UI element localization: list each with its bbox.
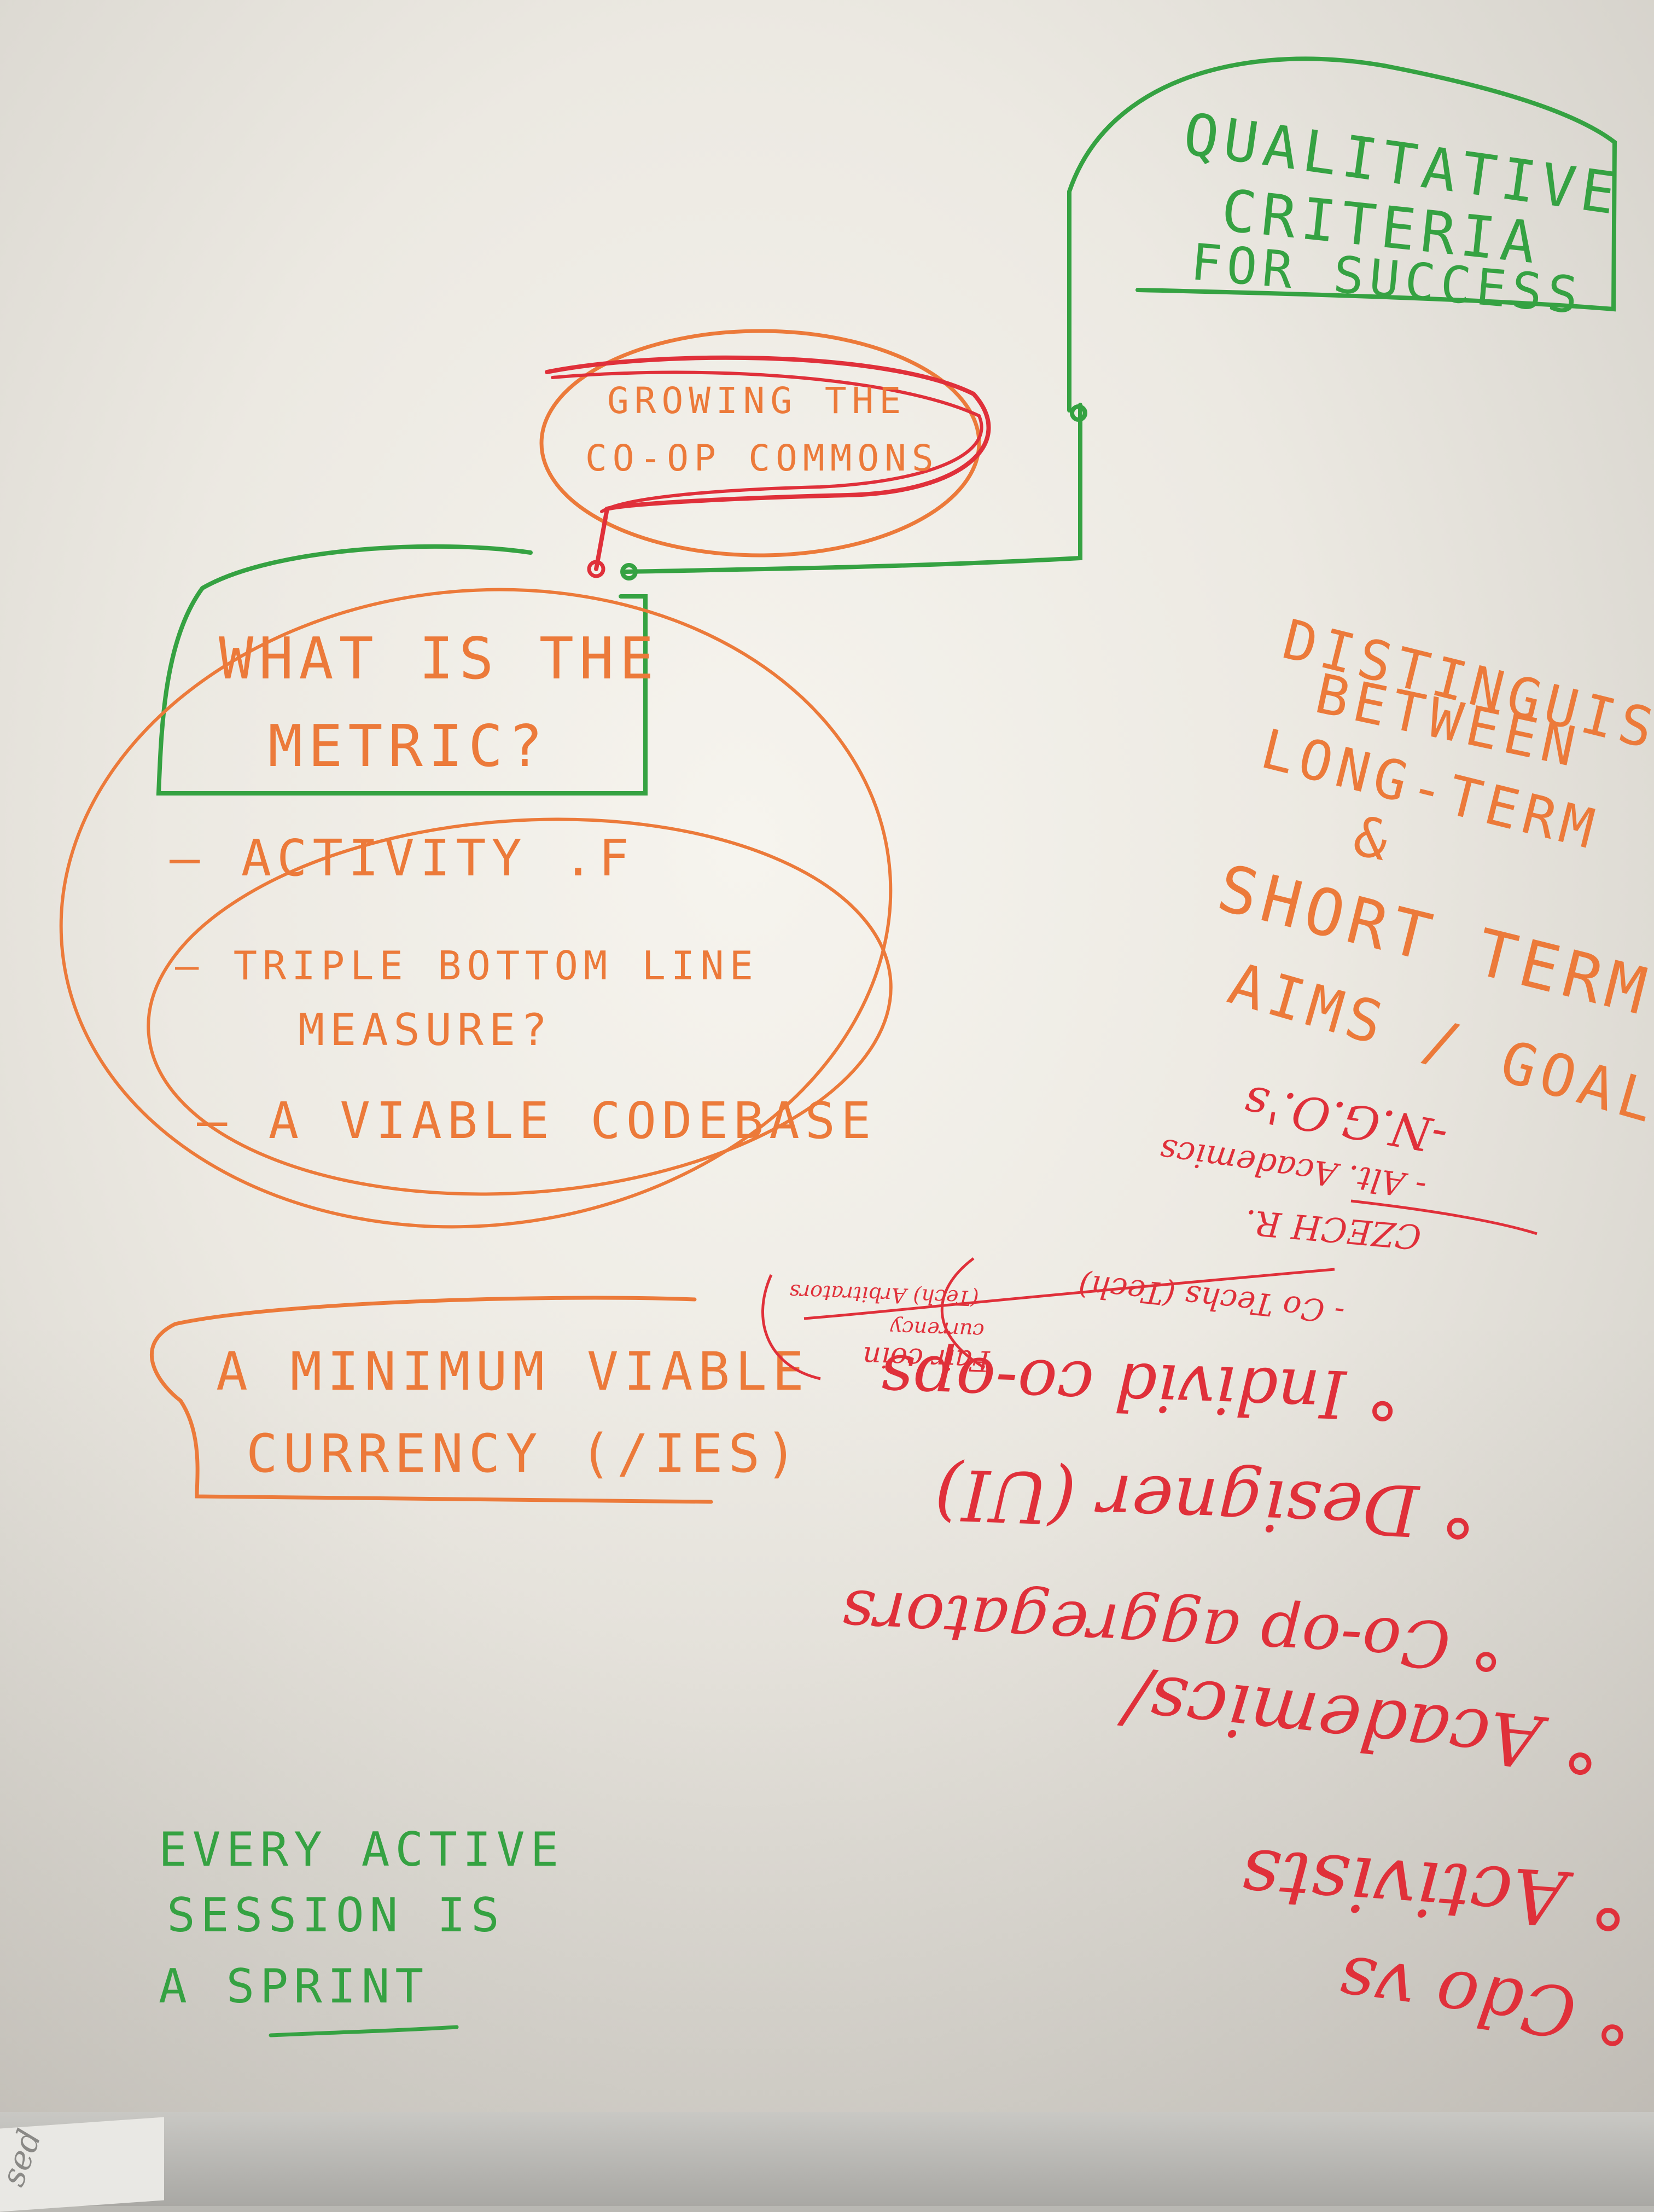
red-note-currency: currency xyxy=(890,1316,985,1343)
commons-line-2: CO-OP COMMONS xyxy=(585,437,939,479)
sprint-line-1: EVERY ACTIVE xyxy=(159,1822,564,1877)
qualitative-criteria-text: QUALITATIVE CRITERIA FOR SUCCESS xyxy=(1180,101,1626,326)
table-surface xyxy=(0,2112,1654,2206)
qualitative-criteria-box xyxy=(620,56,1617,580)
metric-list-ellipses xyxy=(59,588,893,1229)
sprint-underline xyxy=(269,2025,459,2037)
sprint-line-2: SESSION IS xyxy=(167,1888,505,1943)
commons-text: GROWING THE CO-OP COMMONS xyxy=(585,380,939,479)
stakeholder-list-upside-down: -N.G.O.'s - Alt. Academics CZECH R. - Co… xyxy=(789,1075,1638,2061)
metric-box xyxy=(156,544,648,796)
metric-question: WHAT IS THE METRIC? xyxy=(219,625,659,780)
paper-shadow xyxy=(0,1313,1654,2112)
metric-item-viable-codebase: — A VIABLE CODEBASE xyxy=(197,1092,876,1150)
metric-item-activity: — ACTIVITY .F xyxy=(170,829,634,887)
red-brackets xyxy=(761,1199,1537,1380)
commons-line-1: GROWING THE xyxy=(607,380,906,422)
red-note-cdo-vs: ° Cdo vs xyxy=(1334,1939,1638,2061)
currency-line-1: A MINIMUM VIABLE xyxy=(216,1341,809,1402)
currency-text: A MINIMUM VIABLE CURRENCY (/IES) xyxy=(216,1341,809,1484)
metric-item-measure: MEASURE? xyxy=(298,1005,552,1055)
red-note-activists: ° Activists xyxy=(1238,1832,1631,1947)
metric-line-2: METRIC? xyxy=(268,713,549,780)
commons-bubble xyxy=(539,329,991,578)
metric-line-1: WHAT IS THE xyxy=(219,625,659,692)
currency-bubble xyxy=(149,1296,713,1504)
red-note-individ-coops: ° Individ co-ops xyxy=(879,1339,1401,1433)
red-note-designer: ° Designer (UI) xyxy=(933,1452,1477,1552)
metric-item-triple-bottom-line: — TRIPLE BOTTOM LINE xyxy=(175,943,759,989)
red-note-czech: CZECH R. xyxy=(1243,1202,1423,1257)
sprint-note: EVERY ACTIVE SESSION IS A SPRINT xyxy=(159,1822,564,2014)
flipchart-paper xyxy=(0,0,1654,2112)
metric-list-text: — ACTIVITY .F — TRIPLE BOTTOM LINE MEASU… xyxy=(170,829,876,1150)
red-note-co-techs: - Co Techs (Tech) xyxy=(1077,1267,1347,1330)
sprint-line-3: A SPRINT xyxy=(159,1959,429,2014)
currency-line-2: CURRENCY (/IES) xyxy=(246,1423,802,1484)
distinguish-note: DISTINGUISH BETWEEN LONG-TERM & SHORT TE… xyxy=(1210,607,1654,1159)
distinguish-line-4: & xyxy=(1348,804,1399,874)
corner-scrap-text: sed xyxy=(0,2124,49,2191)
